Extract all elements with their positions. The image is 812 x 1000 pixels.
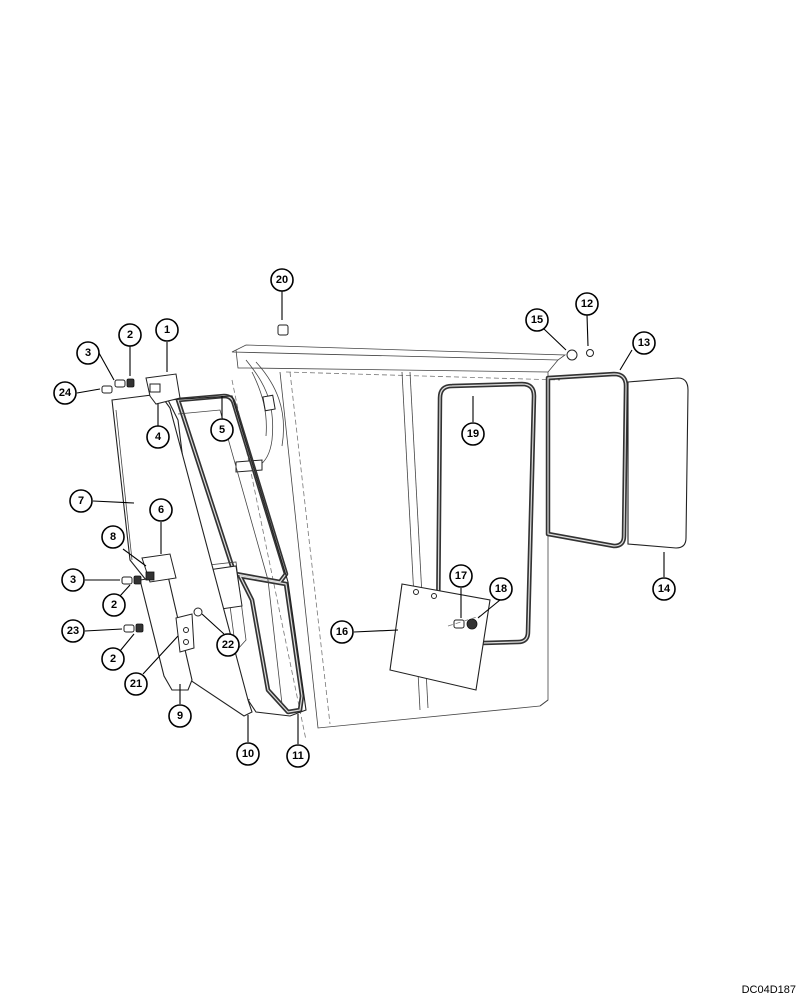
callout-5: 5: [210, 418, 234, 442]
drawing-code: DC04D187: [741, 984, 796, 996]
callout-label: 19: [467, 428, 479, 440]
callout-19: 19: [461, 422, 485, 446]
callout-2-top: 2: [118, 323, 142, 347]
callout-label: 17: [455, 570, 467, 582]
callout-label: 15: [531, 314, 543, 326]
callout-20: 20: [270, 268, 294, 292]
callout-label: 20: [276, 274, 288, 286]
callout-label: 24: [59, 387, 72, 399]
callout-9: 9: [168, 704, 192, 728]
callout-label: 16: [336, 626, 348, 638]
callout-label: 2: [110, 653, 116, 665]
rear-window-seal: [435, 381, 537, 647]
callout-11: 11: [286, 744, 310, 768]
callout-24: 24: [53, 381, 77, 405]
callout-label: 22: [222, 639, 234, 651]
callout-label: 23: [67, 625, 79, 637]
cab-body: [231, 344, 567, 741]
callout-3-middle: 3: [61, 568, 85, 592]
callout-label: 12: [581, 298, 593, 310]
callout-6: 6: [149, 498, 173, 522]
callout-12: 12: [575, 292, 599, 316]
callout-label: 3: [85, 347, 91, 359]
callout-22: 22: [216, 633, 240, 657]
callout-23: 23: [61, 619, 85, 643]
callout-label: 5: [219, 424, 225, 436]
hinges: [141, 373, 195, 653]
callout-10: 10: [236, 742, 260, 766]
side-window-seal: [545, 371, 629, 549]
callout-label: 9: [177, 710, 183, 722]
callout-label: 6: [158, 504, 164, 516]
callout-label: 4: [155, 431, 162, 443]
callout-label: 7: [78, 495, 84, 507]
callout-2-middle: 2: [102, 593, 126, 617]
door-glass: [111, 393, 253, 717]
callout-label: 2: [111, 599, 117, 611]
callout-label: 3: [70, 574, 76, 586]
callout-14: 14: [652, 577, 676, 601]
callout-8: 8: [101, 525, 125, 549]
callout-label: 21: [130, 678, 142, 690]
callout-21: 21: [124, 672, 148, 696]
callout-15: 15: [525, 308, 549, 332]
callout-16: 16: [330, 620, 354, 644]
leader-lines: [76, 291, 665, 744]
callout-label: 11: [292, 750, 304, 762]
callout-label: 8: [110, 531, 116, 543]
callout-1: 1: [155, 318, 179, 342]
callout-label: 18: [495, 583, 507, 595]
plate: [389, 583, 491, 691]
side-window-glass: [627, 377, 689, 549]
callout-label: 14: [658, 583, 671, 595]
callout-13: 13: [632, 331, 656, 355]
callout-17: 17: [449, 564, 473, 588]
callout-2-bottom: 2: [101, 647, 125, 671]
callout-label: 13: [638, 337, 650, 349]
callout-label: 10: [242, 748, 254, 760]
callout-label: 2: [127, 329, 133, 341]
callout-4: 4: [146, 425, 170, 449]
callout-label: 1: [164, 324, 170, 336]
cab-corner-post: [235, 359, 284, 473]
callout-3-top: 3: [76, 341, 100, 365]
callout-7: 7: [69, 489, 93, 513]
hardware: [101, 324, 594, 633]
callout-18: 18: [489, 577, 513, 601]
